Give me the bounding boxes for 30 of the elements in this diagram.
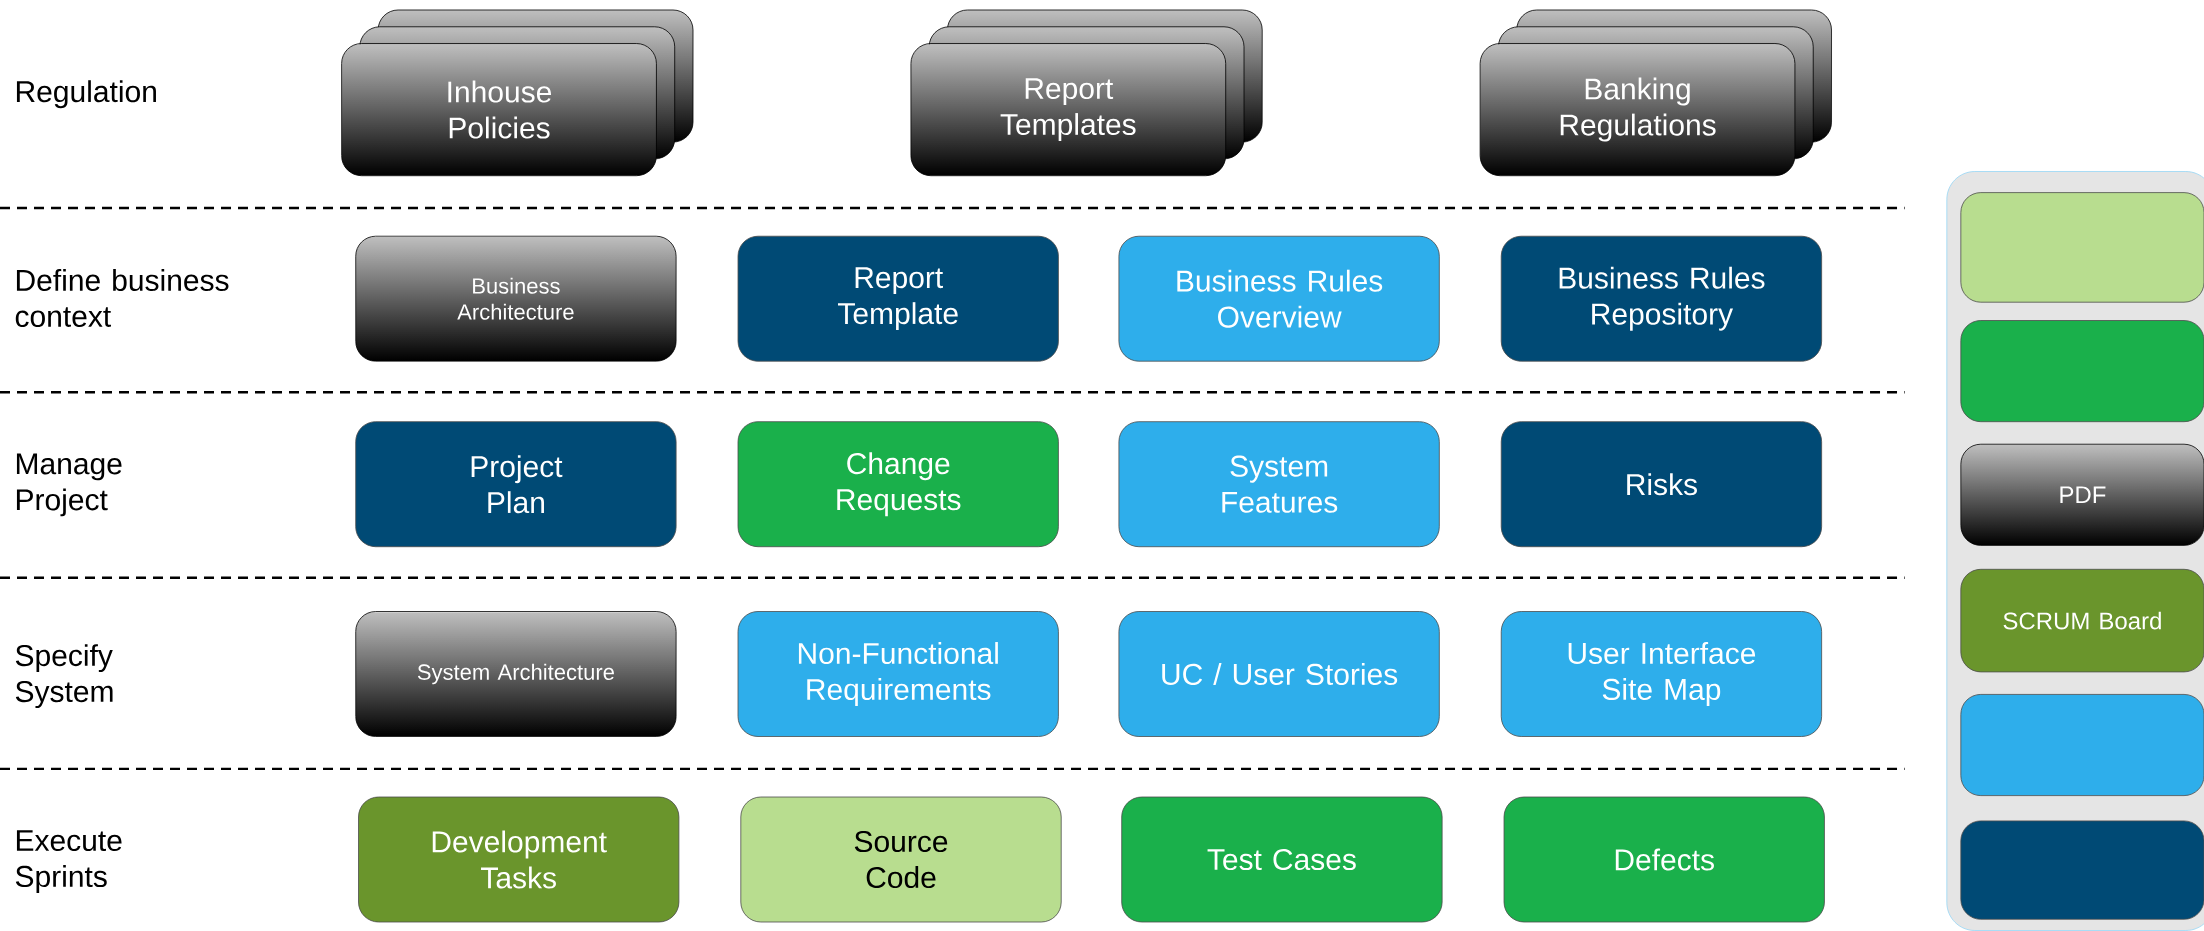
- tool-box: SCRUM Board: [1960, 568, 2204, 673]
- row-label: Manage Project: [16, 453, 122, 517]
- stacked-document-box: Inhouse Policies: [341, 9, 694, 177]
- tool-box: [1960, 820, 2204, 920]
- tool-box: [1960, 192, 2204, 303]
- tool-box: PDF: [1960, 443, 2204, 546]
- artifact-box: Business Rules Repository: [1500, 235, 1823, 362]
- artifact-box: System Architecture: [355, 611, 677, 737]
- artifact-box: Non-Functional Requirements: [737, 611, 1059, 737]
- row-label: Regulation: [16, 80, 156, 109]
- row-label: Specify System: [15, 644, 113, 709]
- row-label: Define business context: [15, 269, 229, 327]
- artifact-box: Change Requests: [737, 421, 1059, 548]
- artifact-box: Project Plan: [355, 421, 677, 548]
- artifact-box: Business Architecture: [355, 235, 677, 362]
- artifact-box: Report Template: [737, 235, 1059, 362]
- artifact-box: UC / User Stories: [1118, 611, 1440, 737]
- artifact-box: System Features: [1118, 421, 1440, 548]
- artifact-box: Source Code: [740, 796, 1062, 923]
- stacked-document-box: Report Templates: [910, 9, 1263, 177]
- artifact-box: User Interface Site Map: [1500, 611, 1823, 737]
- artifact-box: Development Tasks: [358, 796, 680, 923]
- tool-box: [1960, 320, 2204, 423]
- artifact-box: Test Cases: [1121, 796, 1443, 923]
- artifact-box: Business Rules Overview: [1118, 235, 1440, 362]
- row-label: Execute Sprints: [15, 830, 122, 894]
- tool-box: [1960, 694, 2204, 796]
- stacked-document-box: Banking Regulations: [1479, 9, 1832, 177]
- artifact-box: Defects: [1503, 796, 1825, 923]
- artifact-box: Risks: [1500, 421, 1823, 548]
